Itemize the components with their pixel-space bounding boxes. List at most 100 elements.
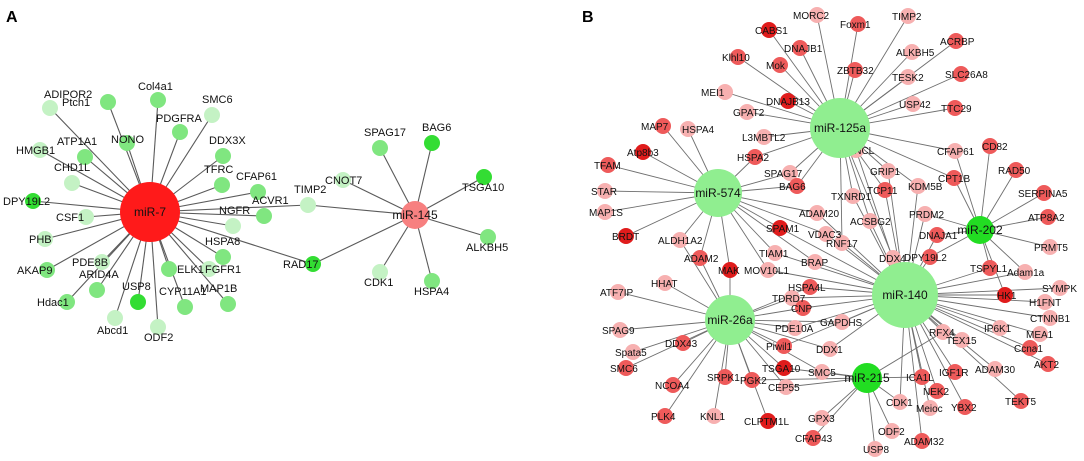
a-node-arid4a: [89, 282, 105, 298]
b-node-rfx4: [935, 324, 951, 340]
a-node-hspa4: [424, 273, 440, 289]
b-node-mei1: [717, 84, 733, 100]
b-node-ccna1: [1022, 340, 1038, 356]
b-label-ybx2: YBX2: [951, 403, 977, 414]
b-label-spag17: SPAG17: [764, 169, 803, 180]
b-label-hhat: HHAT: [651, 279, 677, 290]
a-edge-timp2-mir145: [307, 204, 416, 216]
a-node-acvr1: [256, 208, 272, 224]
b-label-cabs1: CABS1: [755, 26, 788, 37]
a-label-chd1l: CHD1L: [54, 162, 90, 174]
a-label-ptch1: Ptch1: [62, 97, 90, 109]
b-node-meioc: [922, 400, 938, 416]
a-label-timp2: TIMP2: [294, 184, 326, 196]
b-node-slc26a8: [953, 66, 969, 82]
b-hub-label-mir574: miR-574: [695, 186, 741, 200]
a-node-pde8b: [94, 254, 110, 270]
a-node-hdac1: [59, 294, 75, 310]
b-label-clptm1l: CLPTM1L: [744, 417, 789, 428]
a-node-ddx3x: [215, 148, 231, 164]
b-node-hspa4l: [802, 279, 818, 295]
b-node-brdt: [618, 228, 634, 244]
b-label-hspa2: HSPA2: [737, 153, 769, 164]
a-label-hspa8: HSPA8: [205, 236, 240, 248]
b-hub-mir574: [694, 169, 742, 217]
a-node-elk1: [161, 261, 177, 277]
b-label-ttc29: TTC29: [941, 104, 972, 115]
b-label-tex15: TEX15: [946, 336, 977, 347]
b-node-rad50: [1008, 162, 1024, 178]
b-node-aldh1a2: [672, 232, 688, 248]
a-node-cdk1: [372, 264, 388, 280]
b-node-dpy19l2: [922, 249, 938, 265]
b-node-hk1: [997, 287, 1013, 303]
a-node-tfrc: [214, 177, 230, 193]
a-node-rad17: [305, 256, 321, 272]
b-edge-cd82-mir202: [979, 145, 991, 231]
b-node-gpat2: [739, 104, 755, 120]
b-label-tsga10: TSGA10: [762, 364, 801, 375]
b-label-ncoa4: NCOA4: [655, 381, 690, 392]
b-node-tekt5: [1013, 393, 1029, 409]
b-label-ip6k1: IP6K1: [984, 324, 1012, 335]
a-node-hmgb1: [32, 142, 48, 158]
b-node-vdac3: [818, 226, 834, 242]
b-node-ip6k1: [992, 320, 1008, 336]
b-label-adam2: ADAM2: [684, 254, 719, 265]
a-label-odf2: ODF2: [144, 332, 173, 344]
b-node-ica1l: [914, 369, 930, 385]
b-label-dpy19l2: DPY19L2: [904, 253, 947, 264]
a-node-col4a1: [150, 92, 166, 108]
b-node-h1fnt: [1037, 294, 1053, 310]
b-label-morc2: MORC2: [793, 11, 830, 22]
a-hub-label-mir7: miR-7: [134, 205, 166, 219]
b-node-tiam1: [767, 245, 783, 261]
a-label-usp8: USP8: [122, 281, 151, 293]
b-node-bag6: [789, 178, 805, 194]
a-hub-mir145: [401, 201, 429, 229]
b-node-tfam: [600, 157, 616, 173]
b-label-piwil1: Piwil1: [766, 342, 793, 353]
b-label-tcp11: TCP11: [867, 186, 898, 197]
b-label-tiam1: TIAM1: [759, 249, 789, 260]
b-node-mea1: [1032, 326, 1048, 342]
b-label-spata5: Spata5: [615, 348, 647, 359]
b-node-mok: [772, 57, 788, 73]
b-label-serpina5: SERPINA5: [1018, 189, 1068, 200]
b-node-hhat: [657, 275, 673, 291]
b-node-cfap43: [805, 430, 821, 446]
a-node-smc6: [204, 107, 220, 123]
b-node-adam1a: [1017, 264, 1033, 280]
b-label-brdt: BRDT: [612, 232, 639, 243]
b-label-h1fnt: H1FNT: [1029, 298, 1061, 309]
b-label-zbtb32: ZBTB32: [837, 66, 874, 77]
a-label-bag6: BAG6: [422, 122, 451, 134]
b-node-mov10l1: [760, 262, 776, 278]
b-label-mei1: MEI1: [701, 88, 725, 99]
b-node-dnajb1: [792, 40, 808, 56]
b-label-brap: BRAP: [801, 258, 829, 269]
a-node-bag6: [424, 135, 440, 151]
b-node-spata5: [625, 344, 641, 360]
b-node-txnrd1: [845, 188, 861, 204]
a-node-phb: [37, 231, 53, 247]
b-node-star: [597, 183, 613, 199]
b-hub-mir140: [872, 262, 938, 328]
a-label-phb: PHB: [29, 234, 52, 246]
b-label-hk1: HK1: [997, 291, 1017, 302]
a-label-fgfr1: FGFR1: [205, 264, 241, 276]
b-label-acsbg2: ACSBG2: [850, 217, 891, 228]
b-node-tesk2: [900, 69, 916, 85]
b-node-sympk: [1052, 280, 1068, 296]
b-node-cabs1: [761, 22, 777, 38]
a-label-ddx3x: DDX3X: [209, 135, 246, 147]
b-node-gapdhs: [834, 314, 850, 330]
b-node-cdk1: [892, 394, 908, 410]
a-hub-mir7: [120, 182, 180, 242]
a-label-cfap61: CFAP61: [236, 171, 277, 183]
b-label-mov10l1: MOV10L1: [744, 266, 789, 277]
a-node-abcd1: [107, 310, 123, 326]
b-label-adam32: ADAM32: [904, 437, 944, 448]
